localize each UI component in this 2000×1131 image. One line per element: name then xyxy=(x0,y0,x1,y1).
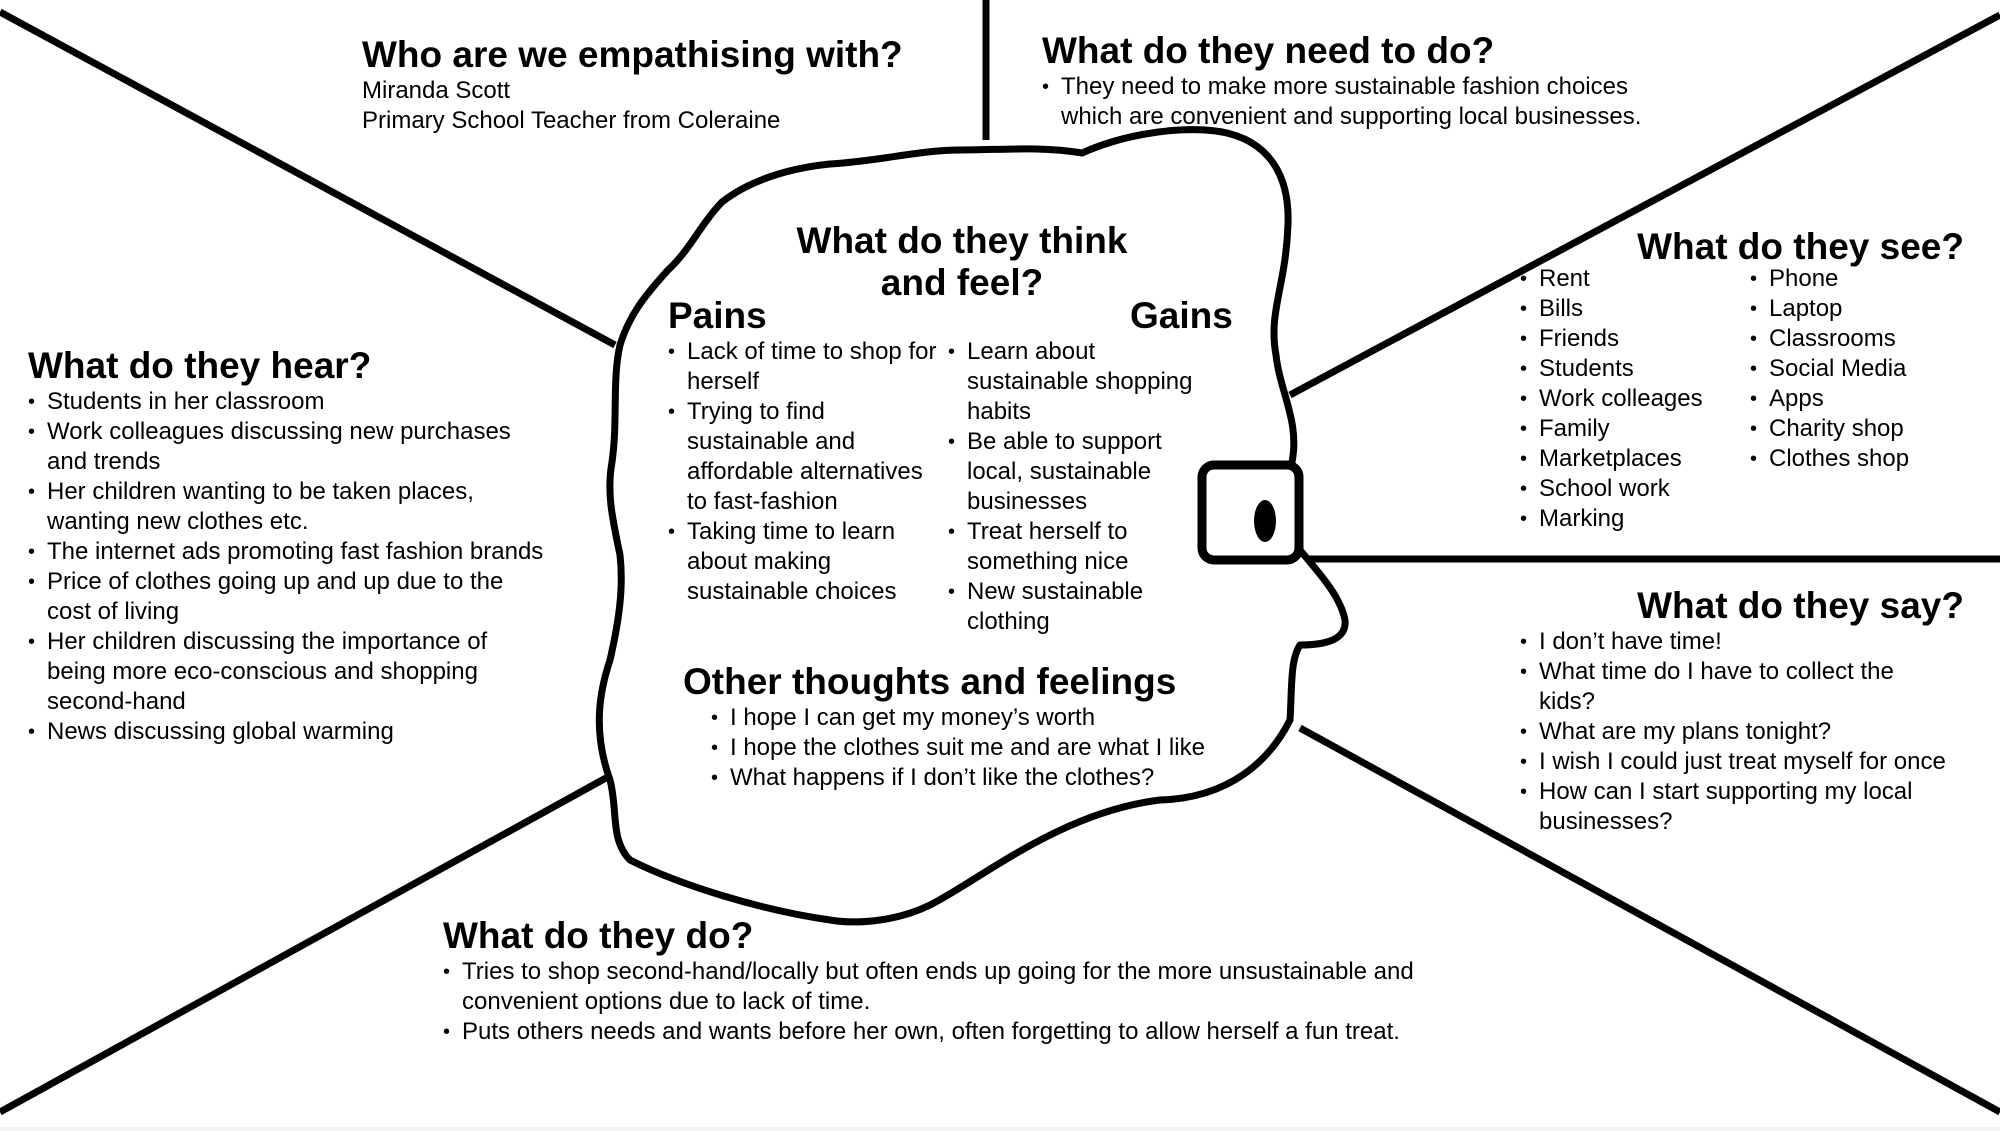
see-item: Apps xyxy=(1750,384,1909,414)
who-heading: Who are we empathising with? xyxy=(362,34,903,75)
pains-item: Taking time to learn about making sustai… xyxy=(668,517,938,607)
see-item: Family xyxy=(1520,414,1703,444)
hear-item: The internet ads promoting fast fashion … xyxy=(28,537,548,567)
see-heading: What do they see? xyxy=(1637,226,1964,267)
see-item: Marketplaces xyxy=(1520,444,1703,474)
see-item: Clothes shop xyxy=(1750,444,1909,474)
gains-heading: Gains xyxy=(1130,295,1233,336)
see-item: Social Media xyxy=(1750,354,1909,384)
see-item: Friends xyxy=(1520,324,1703,354)
persona-name: Miranda Scott xyxy=(362,77,511,104)
gains-section: Gains Learn about sustainable shopping h… xyxy=(948,295,1233,637)
other-thoughts-section: Other thoughts and feelings I hope I can… xyxy=(683,661,1205,793)
do-section: What do they do? Tries to shop second-ha… xyxy=(443,915,1463,1047)
divider-top-right xyxy=(1288,11,2000,399)
see-item: Charity shop xyxy=(1750,414,1909,444)
do-item: Puts others needs and wants before her o… xyxy=(443,1017,1463,1047)
divider-bottom-left xyxy=(0,769,617,1116)
hear-item: Her children discussing the importance o… xyxy=(28,627,548,717)
divider-bottom-right xyxy=(1298,724,2000,1116)
gains-item: Treat herself to something nice xyxy=(948,517,1218,577)
hear-heading: What do they hear? xyxy=(28,345,372,386)
say-item: How can I start supporting my local busi… xyxy=(1520,777,1970,837)
say-heading: What do they say? xyxy=(1637,585,1964,626)
eye-icon xyxy=(1254,500,1276,542)
see-item: Classrooms xyxy=(1750,324,1909,354)
hear-item: Her children wanting to be taken places,… xyxy=(28,477,548,537)
see-item: Laptop xyxy=(1750,294,1909,324)
think-heading-line2: and feel? xyxy=(880,262,1044,303)
who-section: Who are we empathising with? Miranda Sco… xyxy=(362,34,903,136)
say-item: What are my plans tonight? xyxy=(1520,717,1970,747)
need-heading: What do they need to do? xyxy=(1042,30,1495,71)
say-item: What time do I have to collect the kids? xyxy=(1520,657,1970,717)
other-thought-item: I hope the clothes suit me and are what … xyxy=(711,733,1205,763)
pains-item: Lack of time to shop for herself xyxy=(668,337,938,397)
say-item: I wish I could just treat myself for onc… xyxy=(1520,747,1970,777)
hear-item: Students in her classroom xyxy=(28,387,548,417)
other-thought-item: What happens if I don’t like the clothes… xyxy=(711,763,1205,793)
hear-item: Work colleagues discussing new purchases… xyxy=(28,417,548,477)
see-item: Work colleages xyxy=(1520,384,1703,414)
hear-item: Price of clothes going up and up due to … xyxy=(28,567,548,627)
say-item: I don’t have time! xyxy=(1520,627,1970,657)
pains-item: Trying to find sustainable and affordabl… xyxy=(668,397,938,517)
other-thought-item: I hope I can get my money’s worth xyxy=(711,703,1205,733)
persona-role: Primary School Teacher from Coleraine xyxy=(362,107,781,134)
gains-item: Be able to support local, sustainable bu… xyxy=(948,427,1218,517)
gains-item: New sustainable clothing xyxy=(948,577,1218,637)
think-heading-line1: What do they think xyxy=(796,220,1128,261)
say-section: What do they say? I don’t have time! Wha… xyxy=(1520,585,1970,837)
hear-section: What do they hear? Students in her class… xyxy=(28,345,548,747)
see-section: What do they see? Rent Bills Friends Stu… xyxy=(1518,226,1970,534)
do-heading: What do they do? xyxy=(443,915,754,956)
hear-item: News discussing global warming xyxy=(28,717,548,747)
see-item: Bills xyxy=(1520,294,1703,324)
see-item: Phone xyxy=(1750,264,1909,294)
see-item: Students xyxy=(1520,354,1703,384)
divider-top-left xyxy=(0,8,617,349)
see-item: Marking xyxy=(1520,504,1703,534)
do-item: Tries to shop second-hand/locally but of… xyxy=(443,957,1463,1017)
pains-section: Pains Lack of time to shop for herself T… xyxy=(668,295,938,607)
think-heading: What do they think and feel? xyxy=(794,220,1130,304)
need-section: What do they need to do? They need to ma… xyxy=(1042,30,1682,132)
pains-heading: Pains xyxy=(668,295,767,336)
see-item: Rent xyxy=(1520,264,1703,294)
bottom-edge xyxy=(0,1127,2000,1131)
need-item: They need to make more sustainable fashi… xyxy=(1042,72,1682,132)
gains-item: Learn about sustainable shopping habits xyxy=(948,337,1218,427)
see-item: School work xyxy=(1520,474,1703,504)
other-thoughts-heading: Other thoughts and feelings xyxy=(683,661,1177,702)
